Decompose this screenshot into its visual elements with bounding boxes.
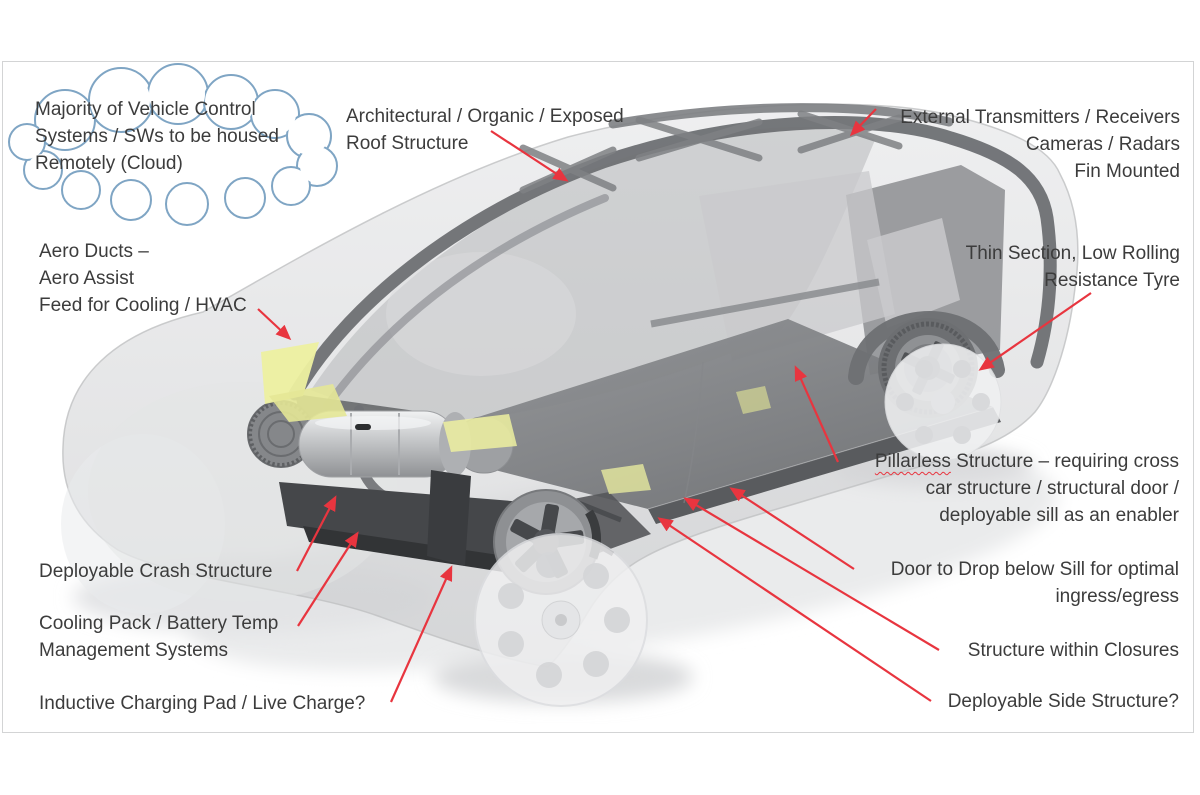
arrow-door-drop	[729, 487, 855, 570]
cross-car-beam	[650, 278, 880, 328]
arrow-tyre	[978, 292, 1092, 371]
vertical-fin-plate	[427, 470, 471, 566]
arrow-aero-ducts	[257, 308, 292, 341]
label-inductive-charging: Inductive Charging Pad / Live Charge?	[39, 693, 366, 714]
rear-wheel	[878, 318, 1002, 461]
label-roof-structure: Architectural / Organic / Exposed Roof S…	[346, 106, 624, 154]
label-deployable-crash-structure: Deployable Crash Structure	[39, 561, 273, 582]
label-external-transmitters: External Transmitters / Receivers Camera…	[900, 107, 1180, 182]
arrow-side-structure	[657, 517, 932, 702]
label-cooling-pack: Cooling Pack / Battery Temp Management S…	[39, 613, 279, 661]
misspelled-word: Pillarless	[874, 451, 951, 472]
label-aero-ducts: Aero Ducts – Aero Assist Feed for Coolin…	[39, 241, 247, 316]
door-inner-panel	[699, 171, 895, 361]
crash-beam	[279, 482, 548, 562]
cloud-shape	[8, 63, 338, 226]
arrow-crash-structure	[296, 495, 337, 572]
arrow-cooling-pack	[297, 531, 359, 627]
arrow-transmitters	[849, 108, 877, 137]
label-pillarless-structure: Pillarless Structure – requiring cross c…	[874, 451, 1179, 526]
arrow-roof-structure	[490, 130, 569, 182]
label-door-drop: Door to Drop below Sill for optimal ingr…	[890, 559, 1179, 607]
aero-duct-highlight	[261, 342, 771, 494]
interior-seat-ghost	[386, 252, 576, 376]
arrow-inductive-pad	[389, 565, 453, 703]
annotation-arrows	[257, 108, 1092, 703]
slide-canvas: Majority of Vehicle Control Systems / SW…	[2, 61, 1194, 733]
arrow-pillarless	[794, 365, 840, 463]
label-deployable-side-structure: Deployable Side Structure?	[947, 691, 1179, 712]
arrow-closures	[683, 497, 940, 651]
concept-car-illustration	[8, 63, 1092, 707]
front-wheel	[474, 489, 648, 707]
label-thin-tyre: Thin Section, Low Rolling Resistance Tyr…	[965, 243, 1180, 291]
lower-bar	[303, 526, 533, 576]
label-structure-within-closures: Structure within Closures	[967, 640, 1179, 661]
label-cloud-remote-systems: Majority of Vehicle Control Systems / SW…	[35, 99, 279, 174]
